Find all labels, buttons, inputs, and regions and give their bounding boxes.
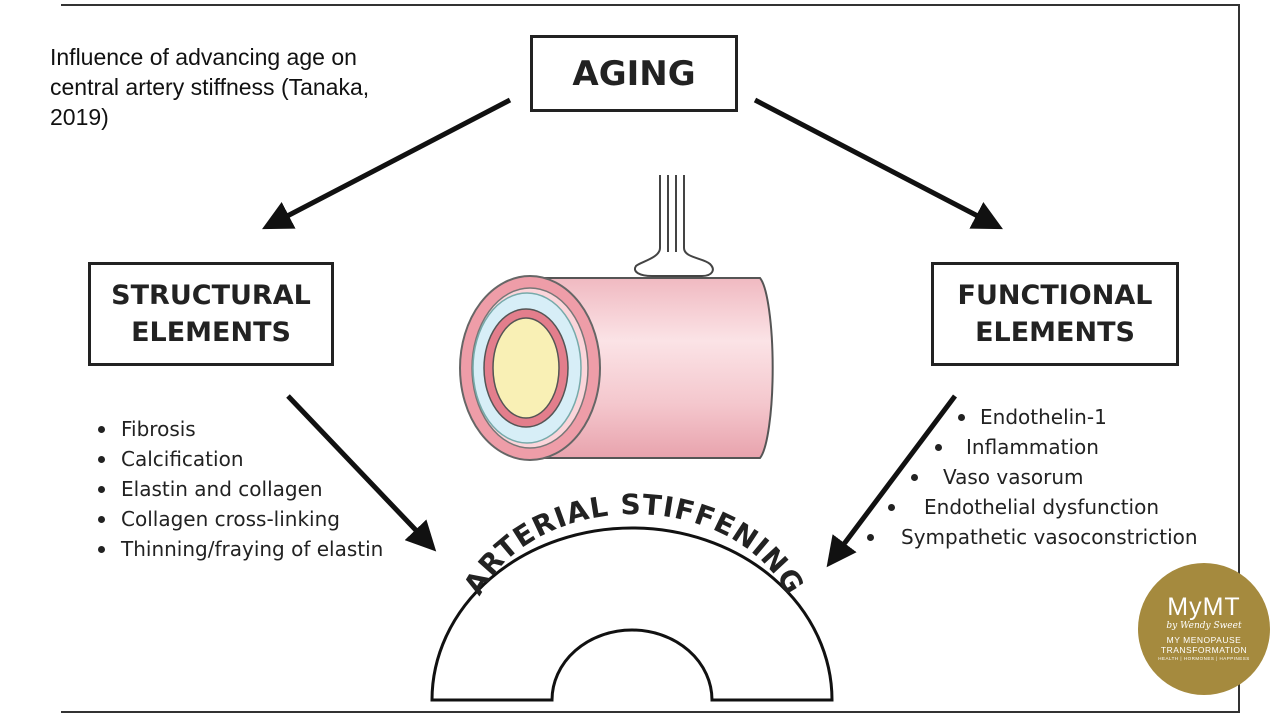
bullet-icon [98,486,105,493]
functional-title-line1: FUNCTIONAL [957,280,1153,311]
bullet-icon [888,504,895,511]
structural-title-line1: STRUCTURAL [111,280,311,311]
functional-title-line2: ELEMENTS [975,317,1135,348]
structural-title-line2: ELEMENTS [131,317,291,348]
slide-caption: Influence of advancing age on central ar… [50,44,370,130]
bullet-icon [98,546,105,553]
artery-icon [459,175,774,461]
functional-elements-box: FUNCTIONAL ELEMENTS [931,262,1179,366]
list-item: Calcification [98,444,383,474]
list-item: Thinning/fraying of elastin [98,534,383,564]
structural-elements-box: STRUCTURAL ELEMENTS [88,262,334,366]
list-item: Vaso vasorum [860,462,1198,492]
arrow-icon [286,394,437,552]
logo-name: MyMT [1167,593,1241,621]
bullet-icon [98,516,105,523]
bullet-icon [98,456,105,463]
list-item: Inflammation [860,432,1198,462]
list-item: Endothelin-1 [860,402,1198,432]
arrow-icon [262,97,512,230]
logo-tagline: HEALTH | HORMONES | HAPPINESS [1158,656,1250,661]
bullet-icon [911,474,918,481]
logo-line2: TRANSFORMATION [1160,645,1248,655]
list-item: Endothelial dysfunction [860,492,1198,522]
list-item: Collagen cross-linking [98,504,383,534]
bullet-icon [935,444,942,451]
list-item: Fibrosis [98,414,383,444]
aging-label: AGING [572,53,696,94]
bullet-icon [98,426,105,433]
logo-line1: MY MENOPAUSE [1166,635,1242,645]
stiffening-arch [430,526,834,702]
aging-box: AGING [530,35,738,112]
functional-factors-list: Endothelin-1 Inflammation Vaso vasorum E… [860,402,1198,552]
bullet-icon [958,414,965,421]
list-item: Elastin and collagen [98,474,383,504]
structural-factors-list: Fibrosis Calcification Elastin and colla… [98,414,383,564]
list-item: Sympathetic vasoconstriction [860,522,1198,552]
bullet-icon [867,534,874,541]
slide-frame [61,4,1240,713]
mymt-logo: MyMT by Wendy Sweet MY MENOPAUSE TRANSFO… [1138,563,1270,695]
arrow-icon [753,97,1003,230]
logo-byline: by Wendy Sweet [1166,621,1242,631]
arrow-icon [826,394,957,568]
